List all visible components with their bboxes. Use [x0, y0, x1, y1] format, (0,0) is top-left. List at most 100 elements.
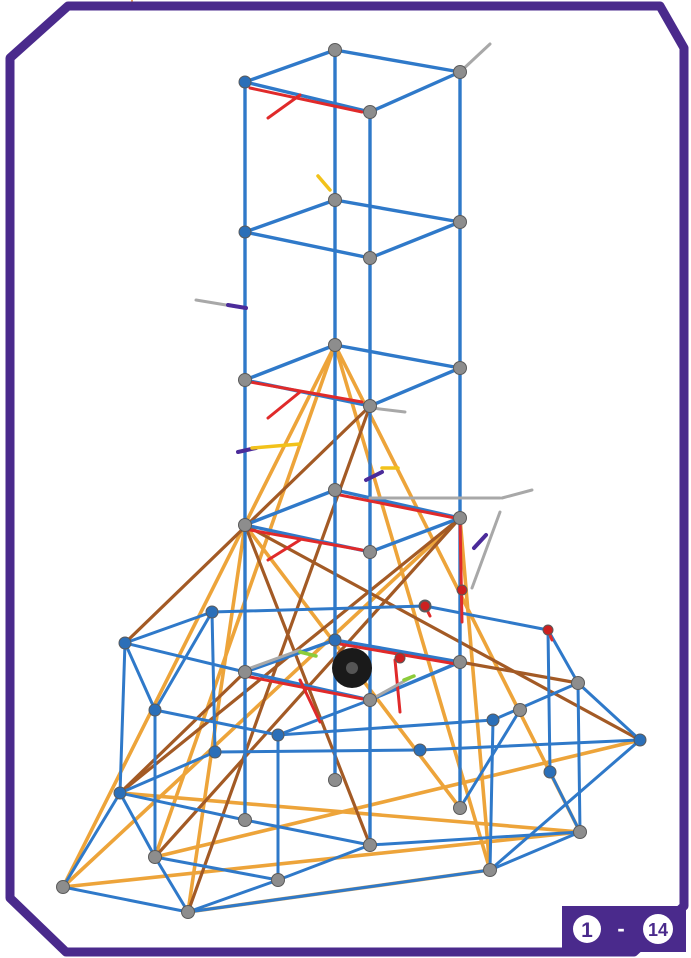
grey-connector: [453, 215, 467, 229]
wheel-icon: [332, 648, 372, 688]
blue-rod: [153, 855, 280, 882]
blue-rod: [576, 681, 642, 742]
blue-rod: [153, 855, 190, 914]
blue-rod: [333, 48, 462, 74]
blue-rod: [333, 343, 462, 370]
grey-connector: [363, 545, 377, 559]
orange-rod: [458, 516, 492, 872]
grey-connector: [238, 518, 252, 532]
blue-connector: [271, 728, 285, 742]
yellow-rod: [250, 442, 302, 450]
blue-connector: [633, 733, 647, 747]
grey-rod: [470, 510, 502, 590]
blue-rod: [153, 610, 214, 712]
red-rod: [266, 390, 302, 420]
blue-rod: [123, 641, 247, 674]
blue-connector: [208, 745, 222, 759]
orange-rod: [61, 516, 462, 889]
blue-rod: [368, 830, 582, 847]
connectors-red: [394, 584, 554, 664]
badge-start-step: 1: [581, 919, 593, 942]
grey-connector: [363, 838, 377, 852]
blue-rod: [243, 80, 372, 114]
blue-rod: [243, 343, 337, 382]
blue-connector: [238, 225, 252, 239]
badge-start-circle: [573, 915, 601, 943]
red-rod: [266, 93, 302, 120]
yellow-rod: [316, 174, 332, 192]
orange-rod: [61, 830, 582, 889]
red-rod: [243, 674, 370, 702]
blue-rod: [61, 885, 190, 914]
grey-connector: [238, 813, 252, 827]
blue-rod: [576, 681, 582, 834]
blue-rod: [186, 868, 492, 914]
blue-connector: [148, 703, 162, 717]
knex-tower-model: [56, 42, 647, 919]
grey-connector: [363, 399, 377, 413]
blue-connector: [328, 633, 342, 647]
rods-red: [243, 86, 554, 724]
grey-rod: [500, 488, 534, 500]
grey-connector: [271, 873, 285, 887]
blue-rod: [333, 638, 462, 664]
red-connector: [456, 584, 468, 596]
grey-connector: [181, 905, 195, 919]
blue-rod: [210, 610, 217, 754]
purple-rod: [226, 303, 248, 310]
step-range-badge: 1 - 14: [562, 906, 686, 952]
blue-rod: [153, 708, 280, 737]
blue-rod: [210, 604, 427, 614]
brown-rod: [118, 670, 247, 795]
blue-rod: [491, 681, 580, 722]
blue-rod: [243, 198, 337, 234]
blue-rod: [488, 718, 495, 872]
blue-rod: [243, 818, 372, 847]
badge-end-circle: [643, 914, 673, 944]
gear-hub: [346, 662, 358, 674]
grey-connector: [328, 193, 342, 207]
blue-connector: [543, 765, 557, 779]
grey-connector: [513, 703, 527, 717]
blue-rod: [118, 641, 127, 795]
grey-connector: [453, 361, 467, 375]
grey-rod: [368, 676, 412, 702]
blue-connector: [205, 605, 219, 619]
blue-rod: [243, 488, 337, 527]
blue-rod: [333, 198, 462, 224]
grey-rod: [243, 648, 302, 672]
blue-rod: [368, 220, 462, 260]
rods-yellow: [250, 174, 400, 470]
badge-end-step: 14: [648, 920, 668, 940]
red-rod: [248, 380, 364, 404]
blue-rod: [488, 830, 582, 872]
blue-rod: [418, 738, 642, 752]
red-connector: [394, 652, 406, 664]
grey-connector: [573, 825, 587, 839]
grey-connector: [328, 483, 342, 497]
grey-connector: [453, 511, 467, 525]
grey-connector: [148, 850, 162, 864]
blue-rod: [276, 843, 372, 882]
blue-rod: [368, 660, 462, 702]
grey-connector: [238, 665, 252, 679]
blue-rod: [123, 610, 214, 645]
blue-rod: [458, 708, 522, 810]
grey-connector: [238, 373, 252, 387]
blue-rod: [276, 698, 372, 737]
blue-connector: [113, 786, 127, 800]
grey-connector: [483, 863, 497, 877]
blue-rod: [243, 230, 372, 260]
blue-rod: [118, 750, 217, 795]
grey-connector: [328, 43, 342, 57]
green-rod: [402, 674, 416, 682]
blue-rod: [123, 641, 157, 712]
blue-rod: [423, 604, 550, 632]
blue-rod: [186, 878, 280, 914]
blue-connector: [413, 743, 427, 757]
grey-connector: [56, 880, 70, 894]
grey-connector: [453, 65, 467, 79]
blue-rod: [243, 48, 337, 84]
grey-connector: [363, 251, 377, 265]
